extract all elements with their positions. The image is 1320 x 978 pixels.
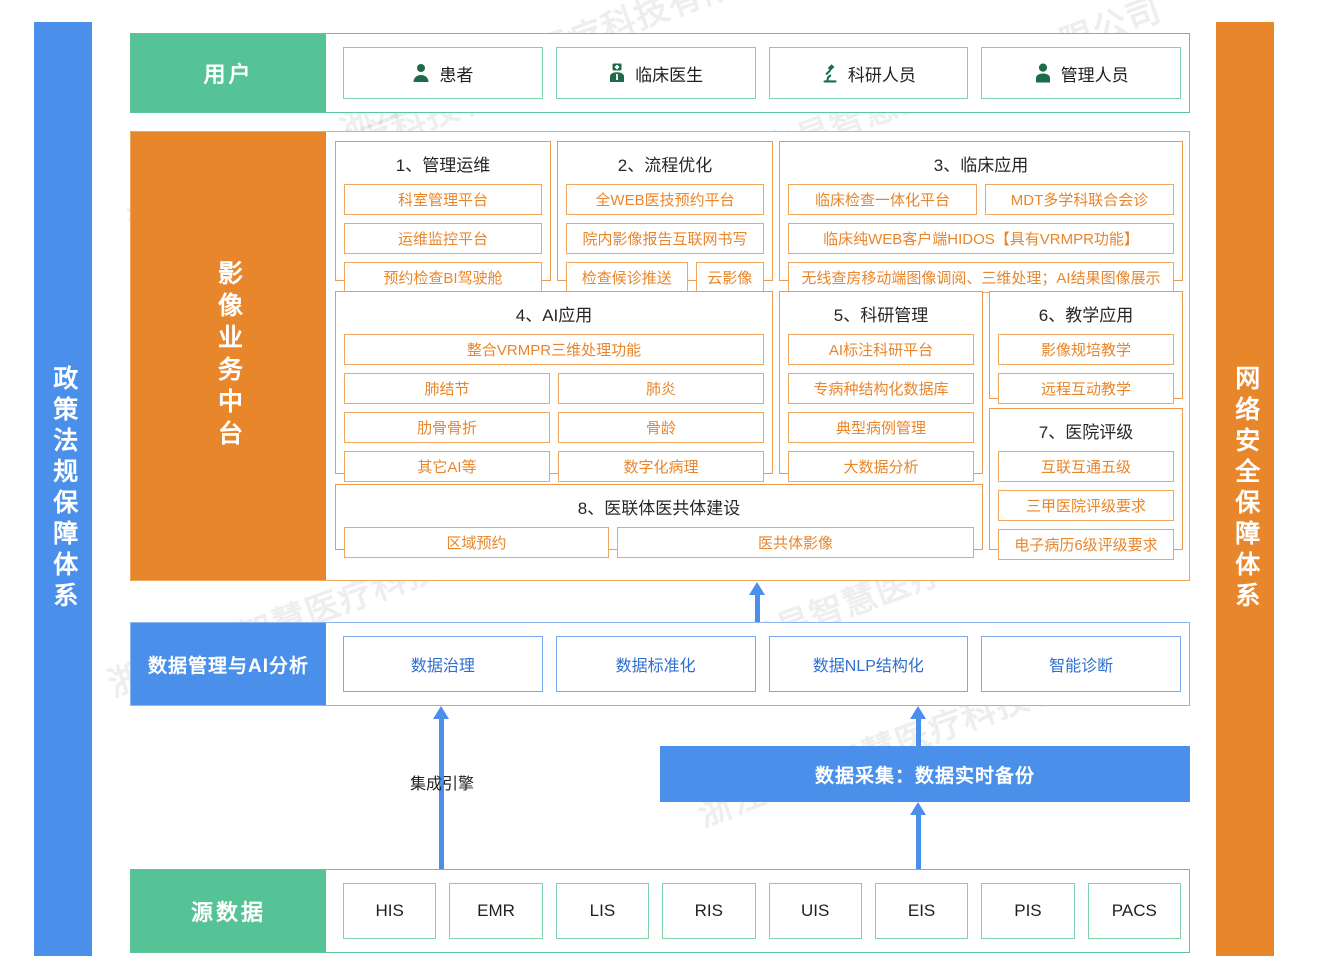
group-item[interactable]: 临床纯WEB客户端HIDOS【具有VRMPR功能】	[788, 223, 1174, 254]
group-title: 3、临床应用	[933, 156, 1029, 175]
network-security-bar: 网络安全保障体系	[1216, 22, 1274, 956]
group-item[interactable]: 其它AI等	[344, 451, 550, 482]
platform-groups: 1、管理运维 科室管理平台 运维监控平台 预约检查BI驾驶舱 2、流程优化 全W…	[327, 132, 1191, 580]
group-teaching-application: 6、教学应用 影像规培教学 远程互动教学	[989, 291, 1183, 404]
doctor-icon	[608, 63, 626, 83]
users-row: 用户 患者 临床医生 科研人员	[130, 33, 1190, 113]
policy-regulation-label: 政策法规保障体系	[49, 365, 78, 613]
arrow-integration-engine	[433, 706, 449, 869]
group-item[interactable]: 预约检查BI驾驶舱	[344, 262, 542, 293]
group-item[interactable]: 云影像	[695, 262, 764, 293]
group-management-ops: 1、管理运维 科室管理平台 运维监控平台 预约检查BI驾驶舱	[335, 141, 551, 293]
group-item[interactable]: 全WEB医技预约平台	[566, 184, 764, 215]
manager-icon	[1034, 63, 1052, 83]
users-row-label: 用户	[131, 34, 326, 112]
group-item[interactable]: AI标注科研平台	[788, 334, 974, 365]
data-chip-governance[interactable]: 数据治理	[343, 636, 543, 692]
group-item[interactable]: 肺炎	[558, 373, 764, 404]
user-chip-label: 科研人员	[847, 65, 916, 85]
source-chip-lis[interactable]: LIS	[555, 883, 650, 939]
group-item[interactable]: 区域预约	[344, 527, 609, 558]
group-item[interactable]: 检查候诊推送	[566, 262, 688, 293]
group-item[interactable]: 数字化病理	[558, 451, 764, 482]
arrow-data-to-platform	[749, 582, 765, 622]
data-chip-nlp-structuring[interactable]: 数据NLP结构化	[768, 636, 969, 692]
group-item[interactable]: 电子病历6级评级要求	[998, 529, 1174, 560]
group-item[interactable]: 医共体影像	[616, 527, 974, 558]
source-chip-ris[interactable]: RIS	[662, 883, 756, 939]
imaging-platform-row: 影像业务中台 1、管理运维 科室管理平台 运维监控平台 预约检查BI驾驶舱 2、…	[130, 131, 1190, 581]
group-item[interactable]: 影像规培教学	[998, 334, 1174, 365]
source-chip-uis[interactable]: UIS	[768, 883, 862, 939]
source-chip-his[interactable]: HIS	[343, 883, 437, 939]
data-management-list: 数据治理 数据标准化 数据NLP结构化 智能诊断	[339, 623, 1185, 705]
user-chip-label: 患者	[439, 65, 474, 85]
source-chip-pacs[interactable]: PACS	[1087, 883, 1181, 939]
group-clinical-application: 3、临床应用 临床检查一体化平台 MDT多学科联合会诊 临床纯WEB客户端HID…	[779, 141, 1183, 293]
patient-icon	[412, 63, 430, 83]
group-item[interactable]: 大数据分析	[788, 451, 974, 482]
source-chip-pis[interactable]: PIS	[981, 883, 1075, 939]
source-chip-emr[interactable]: EMR	[449, 883, 543, 939]
arrow-source-to-collect	[910, 802, 926, 870]
imaging-platform-label-block: 影像业务中台	[131, 132, 326, 580]
group-item[interactable]: 科室管理平台	[344, 184, 542, 215]
source-data-row: 源数据 HIS EMR LIS RIS UIS EIS PIS PACS	[130, 869, 1190, 953]
group-item[interactable]: 临床检查一体化平台	[788, 184, 977, 215]
group-title: 2、流程优化	[617, 156, 713, 175]
integration-engine-label: 集成引擎	[409, 776, 474, 793]
group-process-optimization: 2、流程优化 全WEB医技预约平台 院内影像报告互联网书写 检查候诊推送 云影像	[557, 141, 773, 293]
user-chip-clinician[interactable]: 临床医生	[555, 47, 756, 99]
group-item[interactable]: 肋骨骨折	[344, 412, 550, 443]
data-management-row: 数据管理与AI分析 数据治理 数据标准化 数据NLP结构化 智能诊断	[130, 622, 1190, 706]
user-chip-label: 管理人员	[1060, 65, 1129, 85]
group-title: 6、教学应用	[1038, 306, 1134, 325]
group-item[interactable]: 肺结节	[344, 373, 550, 404]
source-data-label: 源数据	[131, 870, 326, 952]
group-ai-application: 4、AI应用 整合VRMPR三维处理功能 肺结节 肺炎 肋骨骨折 骨龄 其它AI…	[335, 291, 773, 482]
group-item[interactable]: 三甲医院评级要求	[998, 490, 1174, 521]
group-item[interactable]: 典型病例管理	[788, 412, 974, 443]
group-item[interactable]: 无线查房移动端图像调阅、三维处理；AI结果图像展示	[788, 262, 1174, 293]
user-chip-label: 临床医生	[635, 65, 704, 85]
group-medical-alliance: 8、医联体医共体建设 区域预约 医共体影像	[335, 484, 983, 558]
group-item[interactable]: 专病种结构化数据库	[788, 373, 974, 404]
group-item[interactable]: MDT多学科联合会诊	[985, 184, 1174, 215]
group-title: 4、AI应用	[515, 306, 593, 325]
group-title: 1、管理运维	[395, 156, 491, 175]
imaging-platform-label: 影像业务中台	[214, 260, 243, 452]
users-list: 患者 临床医生 科研人员 管理人员	[339, 34, 1185, 112]
user-chip-researcher[interactable]: 科研人员	[768, 47, 969, 99]
source-data-list: HIS EMR LIS RIS UIS EIS PIS PACS	[339, 870, 1185, 952]
network-security-label: 网络安全保障体系	[1231, 365, 1260, 613]
group-title: 5、科研管理	[833, 306, 929, 325]
group-item[interactable]: 院内影像报告互联网书写	[566, 223, 764, 254]
data-chip-standardization[interactable]: 数据标准化	[555, 636, 756, 692]
data-collection-bar: 数据采集：数据实时备份	[660, 746, 1190, 802]
group-title: 7、医院评级	[1038, 423, 1134, 442]
policy-regulation-bar: 政策法规保障体系	[34, 22, 92, 956]
source-chip-eis[interactable]: EIS	[874, 883, 969, 939]
user-chip-administrator[interactable]: 管理人员	[981, 47, 1181, 99]
arrow-collect-to-data	[910, 706, 926, 748]
group-item[interactable]: 远程互动教学	[998, 373, 1174, 404]
group-item[interactable]: 互联互通五级	[998, 451, 1174, 482]
group-item[interactable]: 运维监控平台	[344, 223, 542, 254]
user-chip-patient[interactable]: 患者	[343, 47, 543, 99]
group-item[interactable]: 骨龄	[558, 412, 764, 443]
data-management-label: 数据管理与AI分析	[131, 623, 326, 705]
group-item[interactable]: 整合VRMPR三维处理功能	[344, 334, 764, 365]
data-chip-intelligent-diagnosis[interactable]: 智能诊断	[981, 636, 1181, 692]
group-title: 8、医联体医共体建设	[577, 499, 741, 518]
group-hospital-rating: 7、医院评级 互联互通五级 三甲医院评级要求 电子病历6级评级要求	[989, 408, 1183, 560]
group-research-management: 5、科研管理 AI标注科研平台 专病种结构化数据库 典型病例管理 大数据分析	[779, 291, 983, 482]
microscope-icon	[821, 63, 839, 83]
